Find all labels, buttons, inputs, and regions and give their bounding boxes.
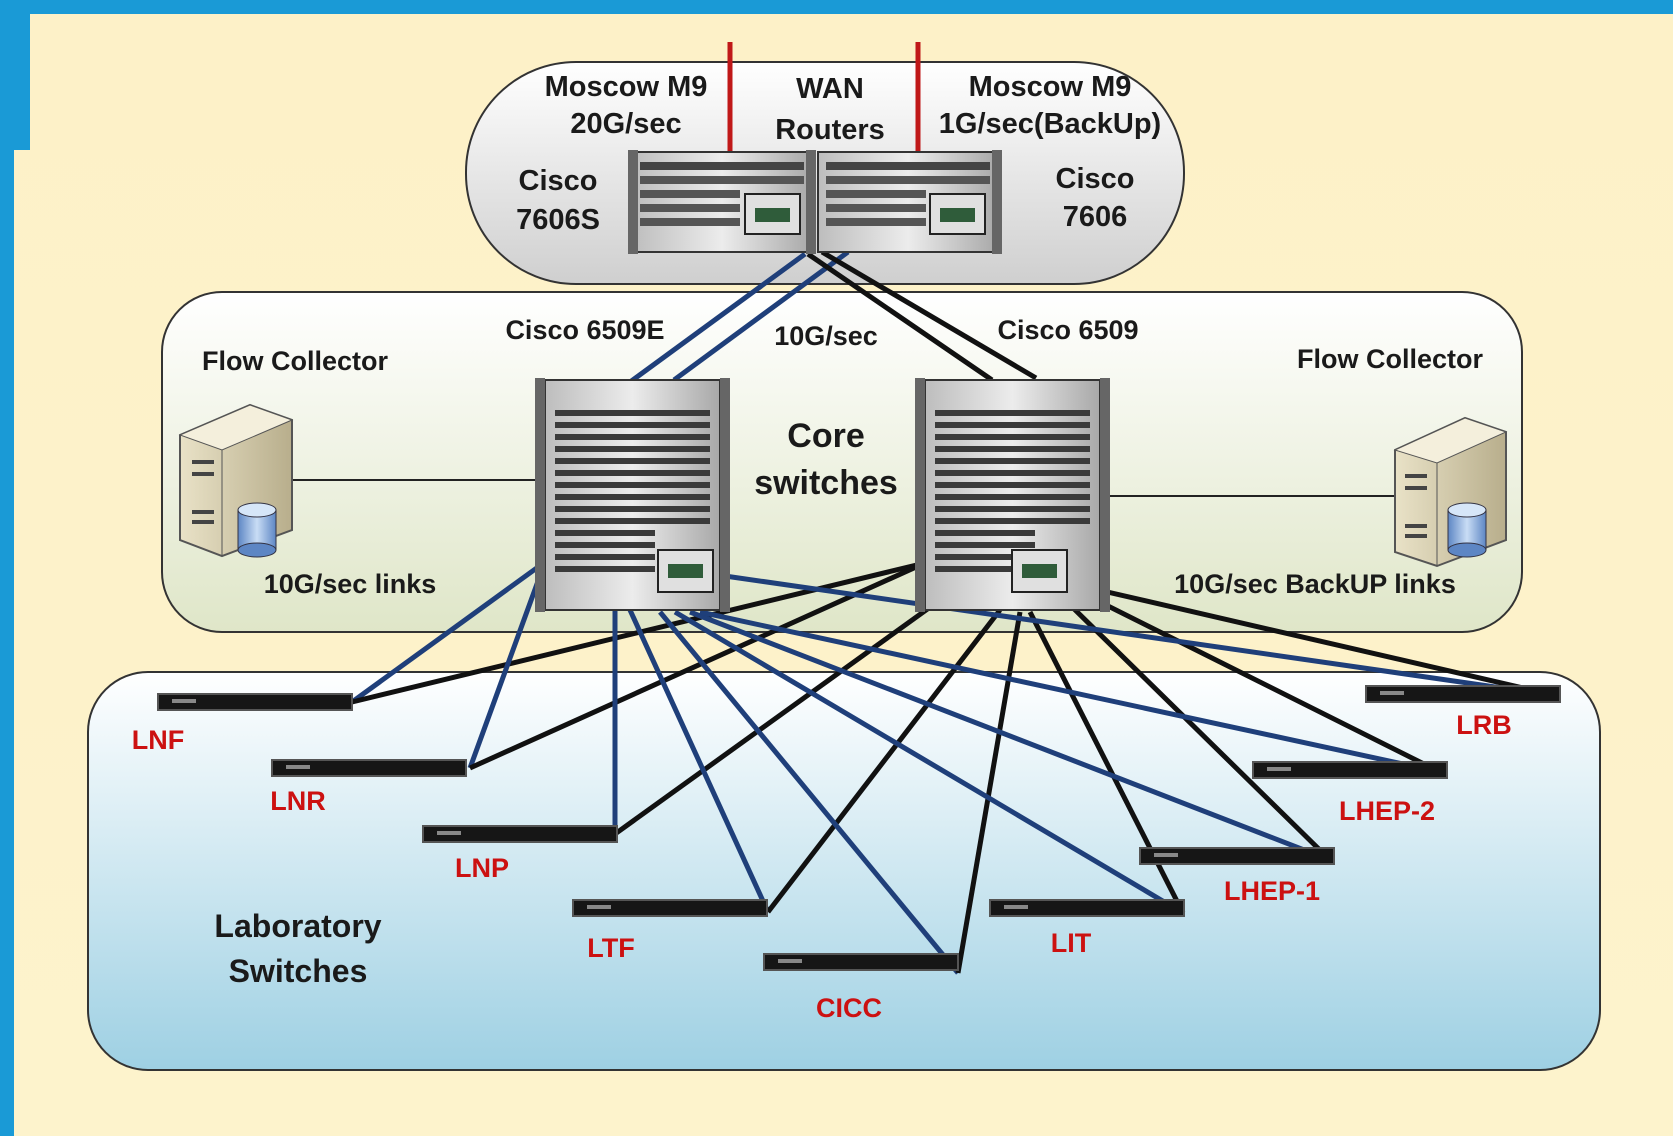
router-cisco-7606s [628,150,816,254]
left-frame [0,0,30,1136]
link-ltf-backup [766,608,1002,914]
core-switch-cisco-6509e [535,378,730,612]
flow-collector-right-disk-icon [1447,502,1487,558]
uplink-router-right-core-right [820,249,1038,381]
lab-switch-ltf [572,899,768,917]
router-left-label-2: 7606S [516,204,600,236]
router-cisco-7606 [817,150,1002,254]
lab-label-lit: LIT [1051,928,1092,958]
lab-label-ltf: LTF [587,933,634,963]
link-lhep1-backup [1063,598,1332,862]
wan-center-label-1: WAN [796,73,864,105]
core-center-label-1: Core [787,417,864,455]
lab-label-lhep2: LHEP-2 [1339,796,1435,826]
uplink-router-left-core-right [806,251,994,383]
lab-label-lnr: LNR [270,786,326,816]
lab-label-lnp: LNP [455,853,509,883]
link-lnp-backup [613,597,942,837]
link-lnf-primary [350,559,547,705]
link-cicc-backup [955,611,1023,974]
flow-collector-left-disk-icon [237,502,277,558]
link-lhep2-backup [1078,589,1442,775]
collector-right-label: Flow Collector [1297,344,1484,374]
router-right-label-1: Cisco [1056,163,1135,195]
link-cicc-primary [658,610,960,975]
links-left-label: 10G/sec links [264,569,437,599]
lab-switch-lhep2 [1252,761,1448,779]
lab-switch-lnr [271,759,467,777]
lab-switch-lhep1 [1139,847,1335,865]
wan-center-label-2: Routers [775,114,885,146]
links-right-label: 10G/sec BackUP links [1174,569,1456,599]
lab-links [350,559,1559,975]
link-ltf-primary [627,608,771,914]
collector-left-label: Flow Collector [202,346,389,376]
lab-switch-cicc [763,953,959,971]
lab-switch-lit [989,899,1185,917]
link-lnr-backup [468,560,927,771]
link-lit-primary [673,609,1185,916]
lab-label-lnf: LNF [132,725,184,755]
wan-left-link-label: Moscow M9 [545,71,708,103]
uplink-speed-label: 10G/sec [774,321,878,351]
router-right-label-2: 7606 [1063,201,1128,233]
core-switch-cisco-6509 [915,378,1110,612]
link-lnr-primary [467,561,548,769]
lab-title-label-2: Switches [229,953,368,989]
core-left-switch-label: Cisco 6509E [505,315,664,345]
link-lhep2-primary [699,609,1441,775]
wan-right-link-label: Moscow M9 [969,71,1132,103]
uplink-router-right-core-left [672,249,850,383]
lab-switch-lrb [1365,685,1561,703]
lab-label-lhep1: LHEP-1 [1224,876,1320,906]
lab-title-label-1: Laboratory [214,908,381,944]
link-lrb-backup [1089,585,1559,699]
lab-label-cicc: CICC [816,993,882,1023]
wan-right-speed-label: 1G/sec(BackUp) [939,108,1161,140]
lab-switch-lnp [422,825,618,843]
link-lhep1-primary [689,609,1331,863]
lab-label-lrb: LRB [1456,710,1512,740]
link-lrb-primary [717,572,1559,699]
wan-left-speed-label: 20G/sec [570,108,681,140]
lab-switch-lnf [157,693,353,711]
core-right-switch-label: Cisco 6509 [997,315,1138,345]
router-left-label-1: Cisco [519,165,598,197]
core-switch-group [161,291,1523,633]
top-frame [0,0,1673,14]
core-center-label-2: switches [754,464,898,502]
uplink-router-left-core-left-a [628,251,807,385]
